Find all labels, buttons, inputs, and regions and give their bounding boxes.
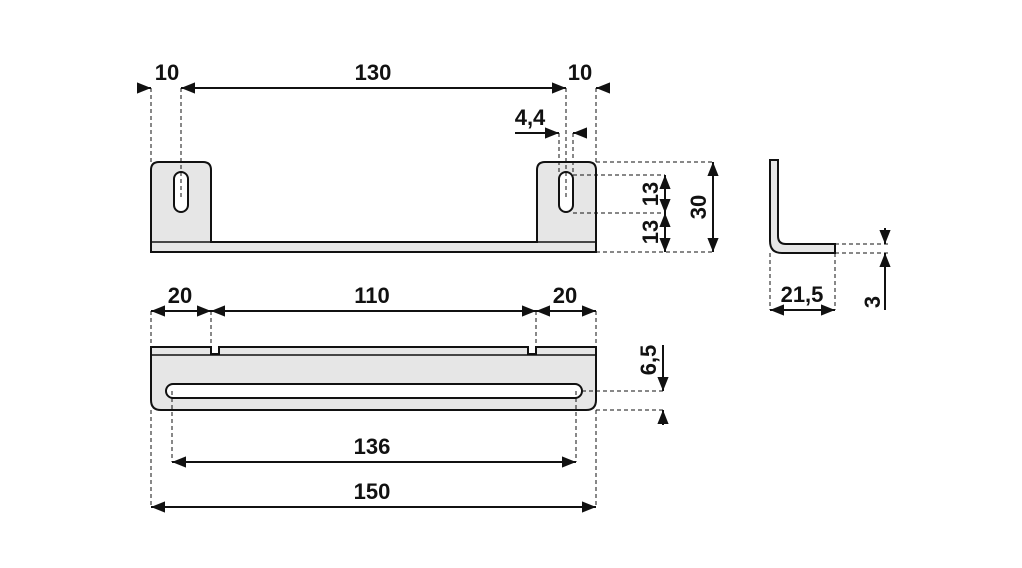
- side-view: 21,5 3: [769, 159, 891, 316]
- bracket-front-shape: [150, 161, 597, 253]
- dim-depth: 21,5: [781, 282, 824, 307]
- dim-slot-bottom: 13: [638, 220, 663, 244]
- dim-left-tab: 20: [168, 283, 192, 308]
- dim-right-margin: 10: [568, 60, 592, 85]
- dim-left-margin: 10: [155, 60, 179, 85]
- dim-middle: 110: [354, 283, 390, 308]
- dim-slot-width: 4,4: [515, 105, 546, 130]
- bracket-top-shape: [150, 346, 597, 411]
- dim-slot-length-136: 136: [354, 434, 391, 459]
- top-view: 20 110 20 6,5 136 150: [150, 283, 669, 513]
- dim-height: 30: [686, 195, 711, 219]
- left-mounting-slot: [173, 171, 189, 213]
- dim-hole-spacing: 130: [355, 60, 392, 85]
- dim-total-length: 150: [354, 479, 391, 504]
- dim-slot-length: 13: [638, 182, 663, 206]
- long-slot: [165, 383, 583, 399]
- right-mounting-slot: [558, 171, 574, 213]
- bracket-side-profile: [769, 159, 836, 254]
- dim-right-tab: 20: [553, 283, 577, 308]
- front-view: 10 130 10 4,4 13 13 30: [137, 60, 719, 253]
- dim-slot-offset: 6,5: [636, 345, 661, 376]
- dim-thickness: 3: [860, 296, 885, 308]
